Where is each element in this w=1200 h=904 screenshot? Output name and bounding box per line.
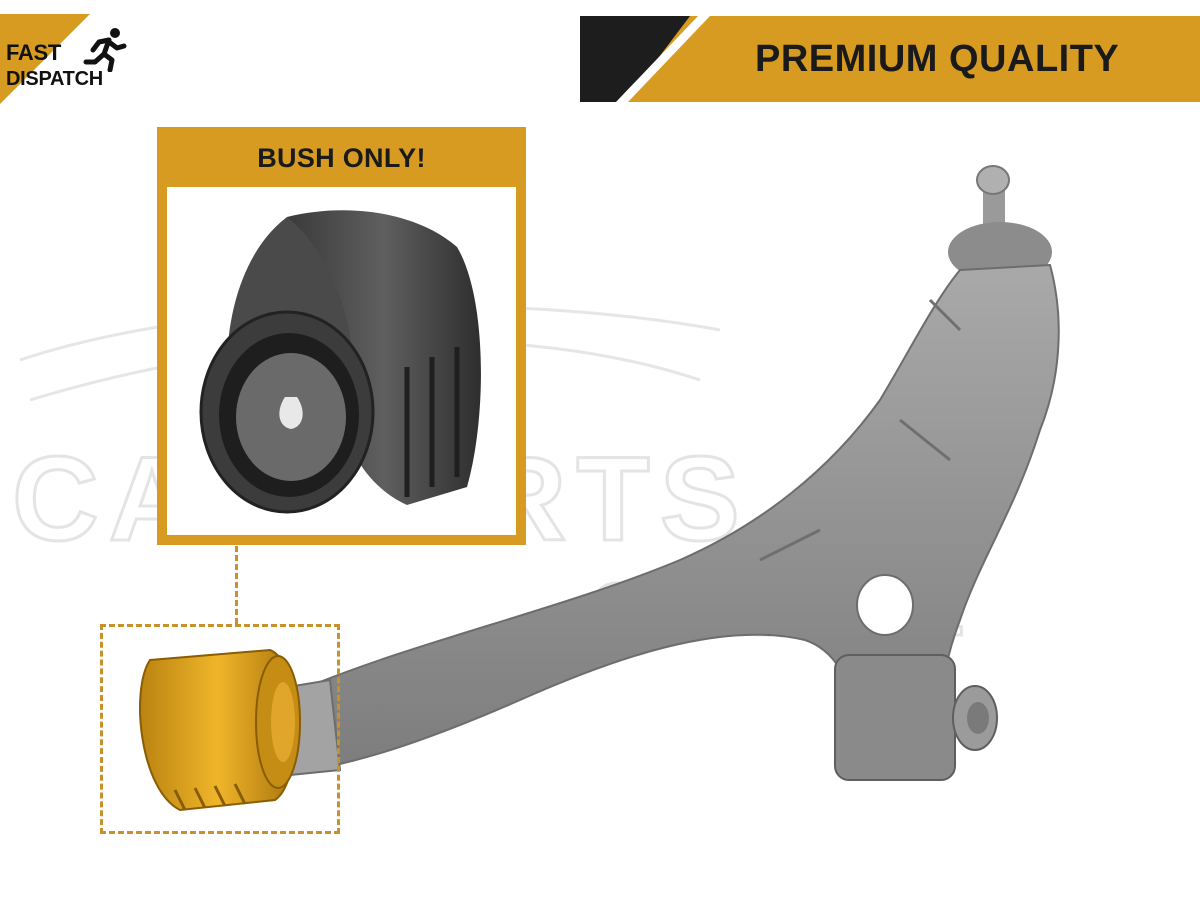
fast-dispatch-badge: FAST DISPATCH bbox=[6, 40, 103, 92]
callout-connector-line bbox=[235, 546, 238, 624]
badge-line1: FAST bbox=[6, 40, 62, 65]
bush-highlight-box bbox=[100, 624, 340, 834]
premium-banner bbox=[580, 16, 1200, 102]
badge-corner-triangle bbox=[0, 14, 90, 104]
bush-only-callout: BUSH ONLY! bbox=[157, 127, 526, 545]
running-person-icon bbox=[83, 28, 127, 72]
badge-line2: DISPATCH bbox=[6, 68, 103, 90]
premium-quality-label: PREMIUM QUALITY bbox=[755, 38, 1120, 80]
bush-closeup-frame bbox=[167, 187, 516, 535]
callout-title: BUSH ONLY! bbox=[257, 143, 426, 173]
bush-closeup-image bbox=[199, 210, 481, 514]
